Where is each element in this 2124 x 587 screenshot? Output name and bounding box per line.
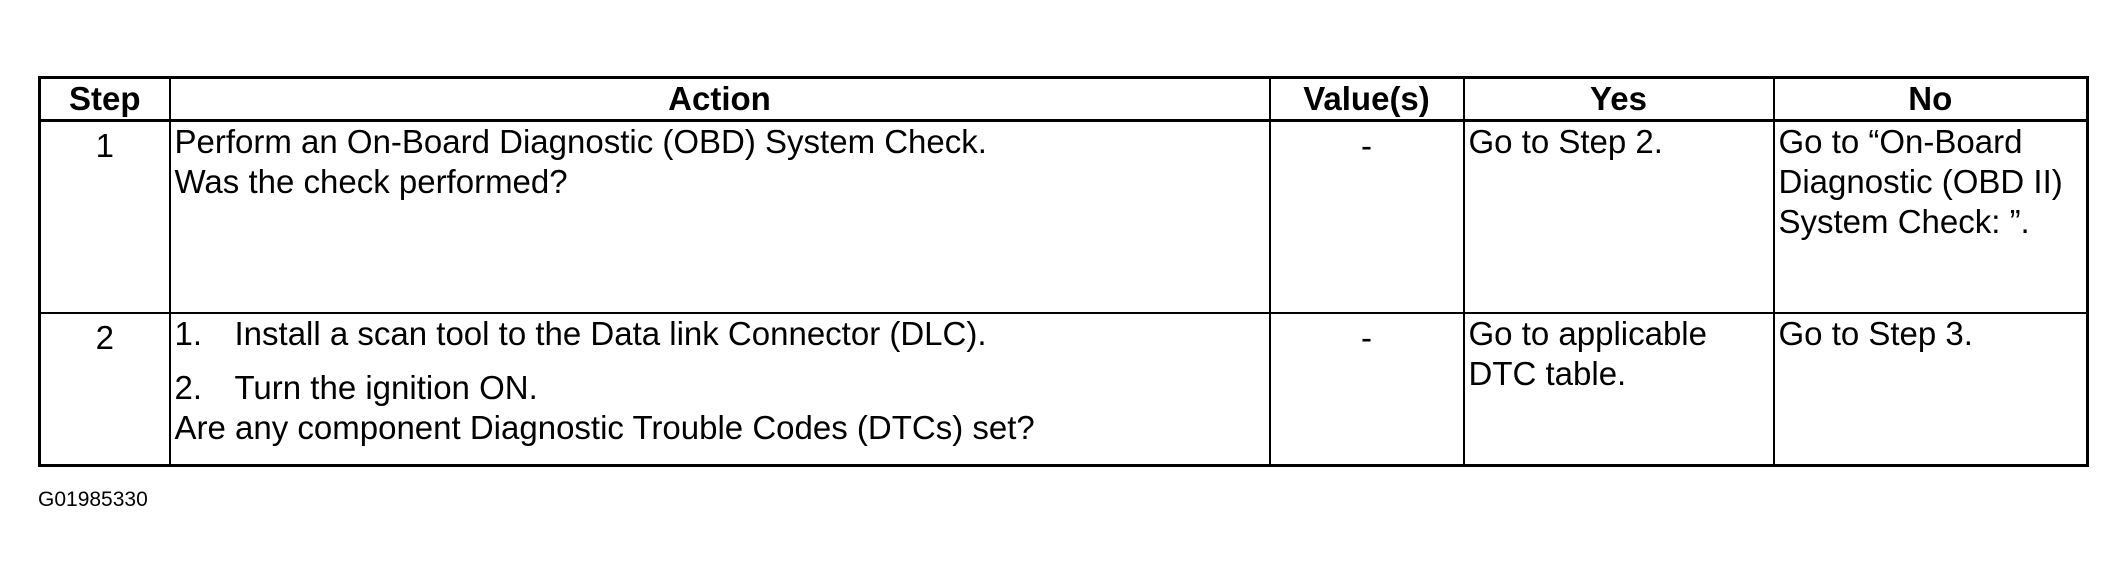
header-yes: Yes [1462, 76, 1775, 122]
yes-text: Go to Step 2. [1468, 123, 1663, 160]
action-item-text: Install a scan tool to the Data link Con… [234, 315, 987, 352]
header-no: No [1772, 76, 2089, 122]
no-cell: Go to Step 3. [1772, 312, 2089, 467]
action-line: Perform an On-Board Diagnostic (OBD) Sys… [174, 123, 987, 160]
header-step: Step [38, 76, 171, 122]
no-cell: Go to “On-Board Diagnostic (OBD II) Syst… [1772, 119, 2089, 314]
action-item: 2. Turn the ignition ON. [175, 368, 1265, 408]
step-number: 2 [38, 312, 171, 467]
no-text: Go to “On-Board Diagnostic (OBD II) Syst… [1778, 123, 2063, 240]
yes-cell: Go to Step 2. [1462, 119, 1775, 314]
action-item-number: 1. [174, 315, 203, 352]
figure-id: G01985330 [38, 488, 148, 511]
no-text: Go to Step 3. [1778, 315, 1973, 352]
values-cell: - [1268, 119, 1465, 314]
header-values: Value(s) [1268, 76, 1465, 122]
diagnostic-table: Step Action Value(s) Yes No 1 Perform an… [38, 76, 2089, 467]
table-row: 2 1. Install a scan tool to the Data link… [38, 312, 2089, 467]
action-question: Are any component Diagnostic Trouble Cod… [174, 409, 1035, 446]
header-row: Step Action Value(s) Yes No [38, 76, 2089, 122]
action-item: 1. Install a scan tool to the Data link C… [175, 314, 1265, 354]
step-number: 1 [38, 119, 171, 314]
yes-text: Go to applicable DTC table. [1468, 315, 1708, 392]
action-cell: 1. Install a scan tool to the Data link C… [168, 312, 1271, 467]
header-action: Action [168, 76, 1271, 122]
table-row: 1 Perform an On-Board Diagnostic (OBD) S… [38, 119, 2089, 314]
action-question: Was the check performed? [174, 163, 568, 200]
action-item-text: Turn the ignition ON. [234, 369, 538, 406]
values-cell: - [1268, 312, 1465, 467]
action-cell: Perform an On-Board Diagnostic (OBD) Sys… [168, 119, 1271, 314]
yes-cell: Go to applicable DTC table. [1462, 312, 1775, 467]
action-item-number: 2. [174, 369, 203, 406]
